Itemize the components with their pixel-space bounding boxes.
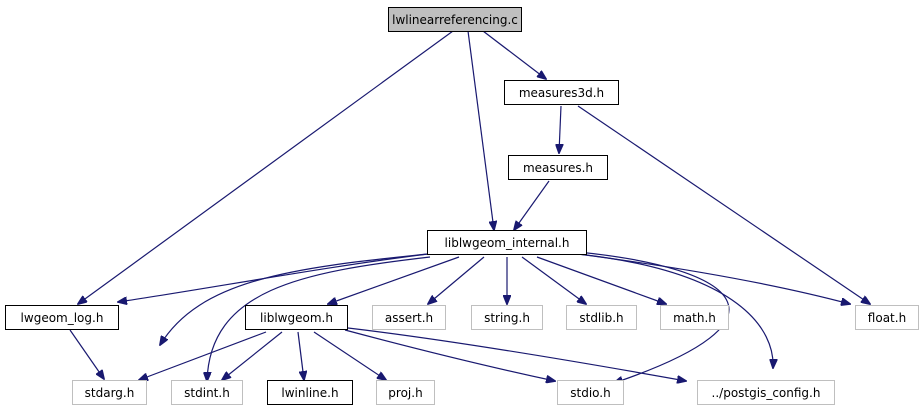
node-math-h[interactable]: math.h: [660, 305, 729, 330]
edge-liblwgeom-lwinline: [297, 331, 304, 380]
edge-root-lwgeom_log: [78, 30, 454, 304]
edge-internal-lwgeom_log: [118, 253, 429, 302]
node-stdio-h[interactable]: stdio.h: [557, 380, 624, 405]
edge-measures3d-measures: [559, 105, 561, 153]
node-liblwgeom-internal-h[interactable]: liblwgeom_internal.h: [427, 230, 587, 255]
edge-measures-internal: [514, 180, 550, 230]
node-lwinline-h[interactable]: lwinline.h: [267, 380, 353, 405]
edge-internal-stdio: [577, 251, 730, 383]
node-measures-h[interactable]: measures.h: [508, 155, 608, 180]
node-float-h[interactable]: float.h: [855, 305, 919, 330]
edge-internal-stdlib: [521, 256, 586, 304]
edge-root-measures3d: [482, 30, 546, 79]
edge-measures3d-float: [577, 105, 870, 304]
edge-liblwgeom-postgis_config: [347, 327, 686, 381]
node-liblwgeom-h[interactable]: liblwgeom.h: [245, 305, 348, 330]
edge-internal-liblwgeom: [328, 256, 460, 304]
node-proj-h[interactable]: proj.h: [376, 380, 435, 405]
edge-internal-assert: [428, 256, 485, 304]
node-stdarg-h[interactable]: stdarg.h: [72, 380, 147, 405]
edge-liblwgeom-stdint: [222, 331, 283, 380]
edge-liblwgeom-proj: [313, 331, 386, 380]
edge-lwgeom_log-stdarg: [69, 329, 104, 379]
edge-internal-stdint: [207, 256, 431, 381]
node-assert-h[interactable]: assert.h: [372, 305, 446, 330]
node-postgis-config-h[interactable]: ../postgis_config.h: [697, 380, 835, 405]
node-stdlib-h[interactable]: stdlib.h: [566, 305, 637, 330]
edge-internal-stdarg: [160, 253, 429, 345]
edge-internal-postgis_config: [577, 253, 773, 368]
edge-liblwgeom-stdio: [344, 329, 555, 381]
edge-root-internal: [467, 30, 494, 230]
edge-liblwgeom-stdarg: [139, 331, 267, 380]
node-lwgeom-log-h[interactable]: lwgeom_log.h: [5, 305, 119, 330]
edge-internal-math: [536, 256, 666, 304]
edge-internal-float: [577, 253, 850, 304]
node-stdint-h[interactable]: stdint.h: [171, 380, 243, 405]
node-measures3d-h[interactable]: measures3d.h: [504, 80, 619, 105]
node-lwlinearreferencing-c[interactable]: lwlinearreferencing.c: [388, 7, 522, 32]
node-string-h[interactable]: string.h: [471, 305, 543, 330]
